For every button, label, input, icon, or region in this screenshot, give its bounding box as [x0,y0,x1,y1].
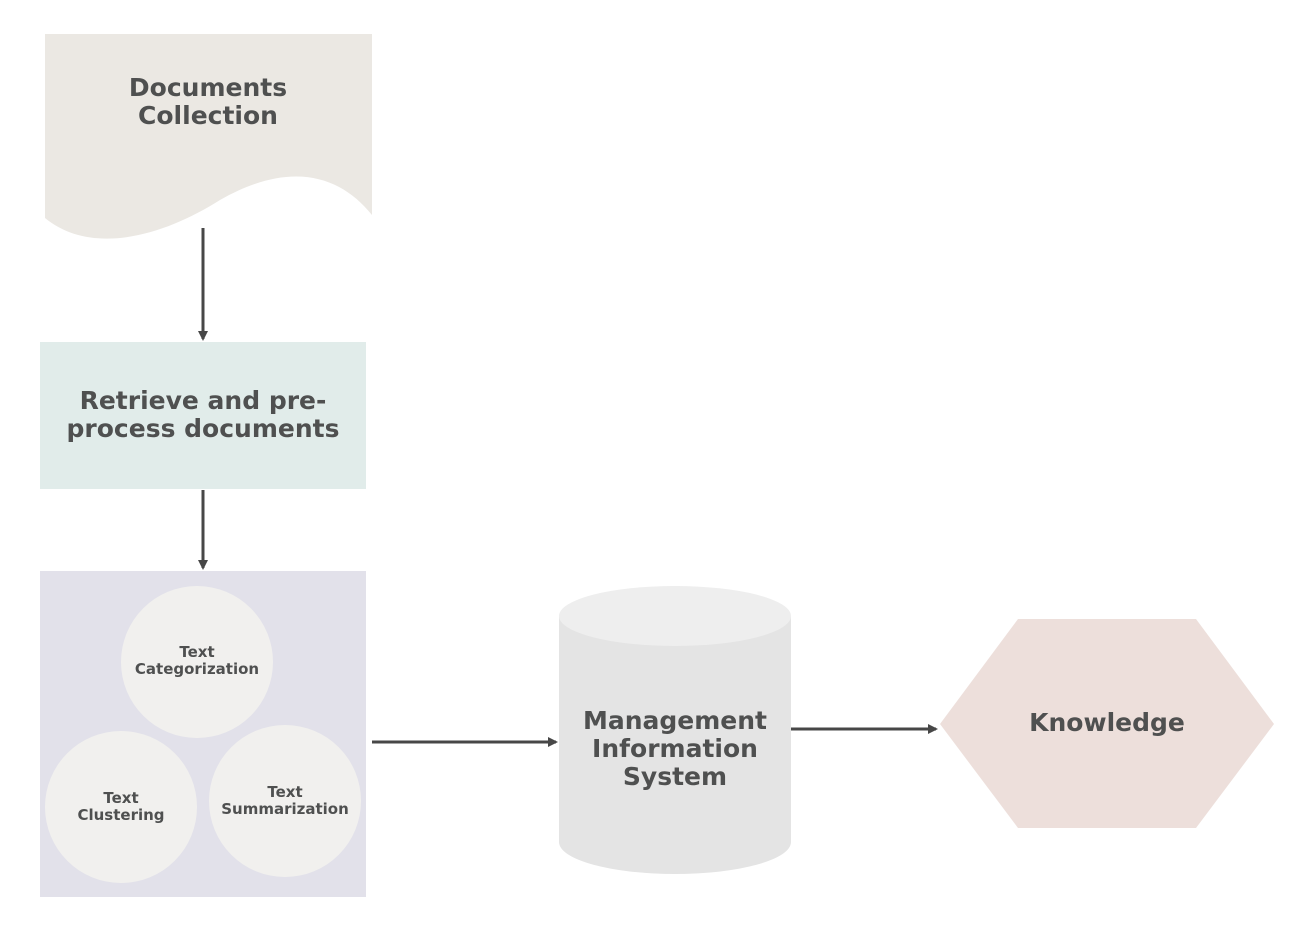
process-box [40,342,366,489]
retrieve-label-line2: process documents [67,414,340,443]
text-summarization-circle: Text Summarization [209,725,361,877]
text-clustering-circle: Text Clustering [45,731,197,883]
summarization-label-line2: Summarization [221,800,349,818]
knowledge-label: Knowledge [1029,708,1185,737]
documents-label-line2: Collection [138,101,278,130]
database-cylinder-top [559,586,791,646]
retrieve-preprocess-node: Retrieve and pre- process documents [40,342,366,489]
knowledge-hexagon [940,619,1274,828]
categorization-label-line1: Text [179,643,214,661]
management-information-system-node: Management Information System [559,586,791,874]
mis-label-line2: Information [592,734,758,763]
clustering-label-line2: Clustering [77,806,164,824]
knowledge-node: Knowledge [940,619,1274,828]
clustering-label-line1: Text [103,789,138,807]
retrieve-label-line1: Retrieve and pre- [80,386,327,415]
document-shape [45,34,372,239]
documents-collection-node: Documents Collection [45,34,372,239]
database-cylinder-body [559,616,791,874]
text-mining-techniques-node: Text Categorization Text Clustering Text… [40,571,366,897]
mis-label-line1: Management [583,706,767,735]
summarization-label-line1: Text [267,783,302,801]
text-categorization-circle: Text Categorization [121,586,273,738]
categorization-label-line2: Categorization [135,660,259,678]
documents-label-line1: Documents [129,73,287,102]
mis-label-line3: System [623,762,727,791]
